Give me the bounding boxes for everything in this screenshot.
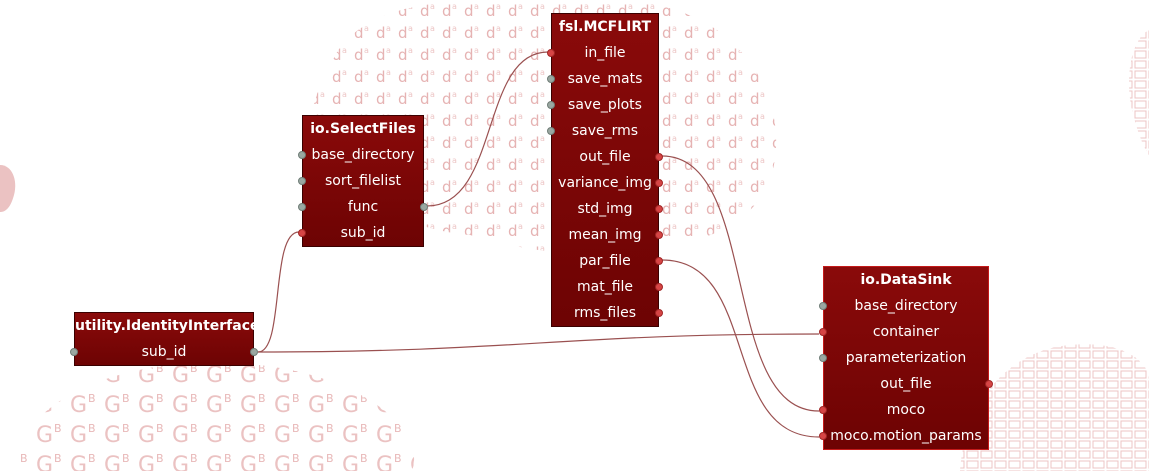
output-port-dot[interactable] [655,283,663,291]
port-label: std_img [577,201,633,217]
output-port-dot[interactable] [655,205,663,213]
port-base-directory[interactable]: base_directory [819,293,988,319]
port-label: base_directory [311,147,415,163]
port-label: par_file [579,253,631,269]
port-label: sub_id [141,344,187,360]
wire-identity-subid-to-datasink-container[interactable] [257,333,820,353]
port-label: out_file [579,149,631,165]
input-port-dot[interactable] [70,348,78,356]
decor-blob-left-edge [0,165,16,212]
input-port-dot[interactable] [819,432,827,440]
node-mcflirt[interactable]: fsl.MCFLIRT in_file save_mats save_plots… [547,13,663,327]
input-port-dot[interactable] [298,151,306,159]
node-title: io.DataSink [860,272,952,288]
port-par-file[interactable]: par_file [552,248,663,274]
output-port-dot[interactable] [985,380,993,388]
port-label: func [347,199,379,215]
wire-mcflirt-outfile-to-datasink-moco[interactable] [661,155,820,412]
port-base-directory[interactable]: base_directory [298,142,423,168]
port-label: container [872,324,940,340]
port-out-file[interactable]: out_file [824,371,993,397]
wire-selectfiles-func-to-mcflirt-infile[interactable] [426,51,549,207]
output-port-dot[interactable] [655,257,663,265]
input-port-dot[interactable] [547,127,555,135]
port-save-mats[interactable]: save_mats [547,66,658,92]
port-label: base_directory [854,298,958,314]
port-sort-filelist[interactable]: sort_filelist [298,168,423,194]
port-std-img[interactable]: std_img [552,196,663,222]
port-label: save_rms [571,123,639,139]
input-port-dot[interactable] [298,229,306,237]
port-label: sub_id [340,225,386,241]
port-out-file[interactable]: out_file [552,144,663,170]
port-mat-file[interactable]: mat_file [552,274,663,300]
port-mean-img[interactable]: mean_img [552,222,663,248]
node-title: utility.IdentityInterface [75,318,260,334]
output-port-dot[interactable] [420,203,428,211]
output-port-dot[interactable] [655,309,663,317]
port-moco-motion-params[interactable]: moco.motion_params [819,423,988,449]
port-save-rms[interactable]: save_rms [547,118,658,144]
port-label: sort_filelist [325,173,401,189]
node-identity-interface[interactable]: utility.IdentityInterface sub_id [70,312,260,366]
port-label: moco [886,402,926,418]
port-label: variance_img [558,175,652,191]
port-label: save_mats [567,71,643,87]
port-label: save_plots [568,97,642,113]
output-port-dot[interactable] [250,348,258,356]
port-label: parameterization [845,350,967,366]
decor-blob-bottom-left [19,362,415,471]
output-port-dot[interactable] [655,179,663,187]
port-label: mean_img [568,227,642,243]
output-port-dot[interactable] [655,153,663,161]
node-select-files[interactable]: io.SelectFiles base_directory sort_filel… [298,115,428,247]
node-title: fsl.MCFLIRT [558,19,652,35]
input-port-dot[interactable] [819,354,827,362]
input-port-dot[interactable] [819,302,827,310]
node-data-sink[interactable]: io.DataSink base_directory container par… [819,266,993,450]
wire-mcflirt-parfile-to-datasink-motionparams[interactable] [661,259,820,438]
port-sub-id[interactable]: sub_id [70,339,258,365]
port-in-file[interactable]: in_file [547,40,658,66]
port-save-plots[interactable]: save_plots [547,92,658,118]
port-rms-files[interactable]: rms_files [552,300,663,326]
port-label: mat_file [576,279,634,295]
port-label: out_file [880,376,932,392]
port-variance-img[interactable]: variance_img [552,170,663,196]
input-port-dot[interactable] [298,203,306,211]
port-moco[interactable]: moco [819,397,988,423]
port-label: rms_files [573,305,637,321]
decor-blob-bottom-right [960,344,1149,471]
output-port-dot[interactable] [655,231,663,239]
port-label: in_file [584,45,626,61]
port-label: moco.motion_params [830,428,982,444]
node-title: io.SelectFiles [310,121,416,137]
decor-blob-top [312,0,777,253]
input-port-dot[interactable] [547,101,555,109]
input-port-dot[interactable] [819,406,827,414]
port-func[interactable]: func [298,194,428,220]
decor-blob-right-edge [1128,30,1149,155]
input-port-dot[interactable] [819,328,827,336]
wire-identity-subid-to-selectfiles-subid[interactable] [257,231,300,353]
input-port-dot[interactable] [547,75,555,83]
port-container[interactable]: container [819,319,988,345]
port-parameterization[interactable]: parameterization [819,345,988,371]
input-port-dot[interactable] [298,177,306,185]
input-port-dot[interactable] [547,49,555,57]
port-sub-id[interactable]: sub_id [298,220,423,246]
